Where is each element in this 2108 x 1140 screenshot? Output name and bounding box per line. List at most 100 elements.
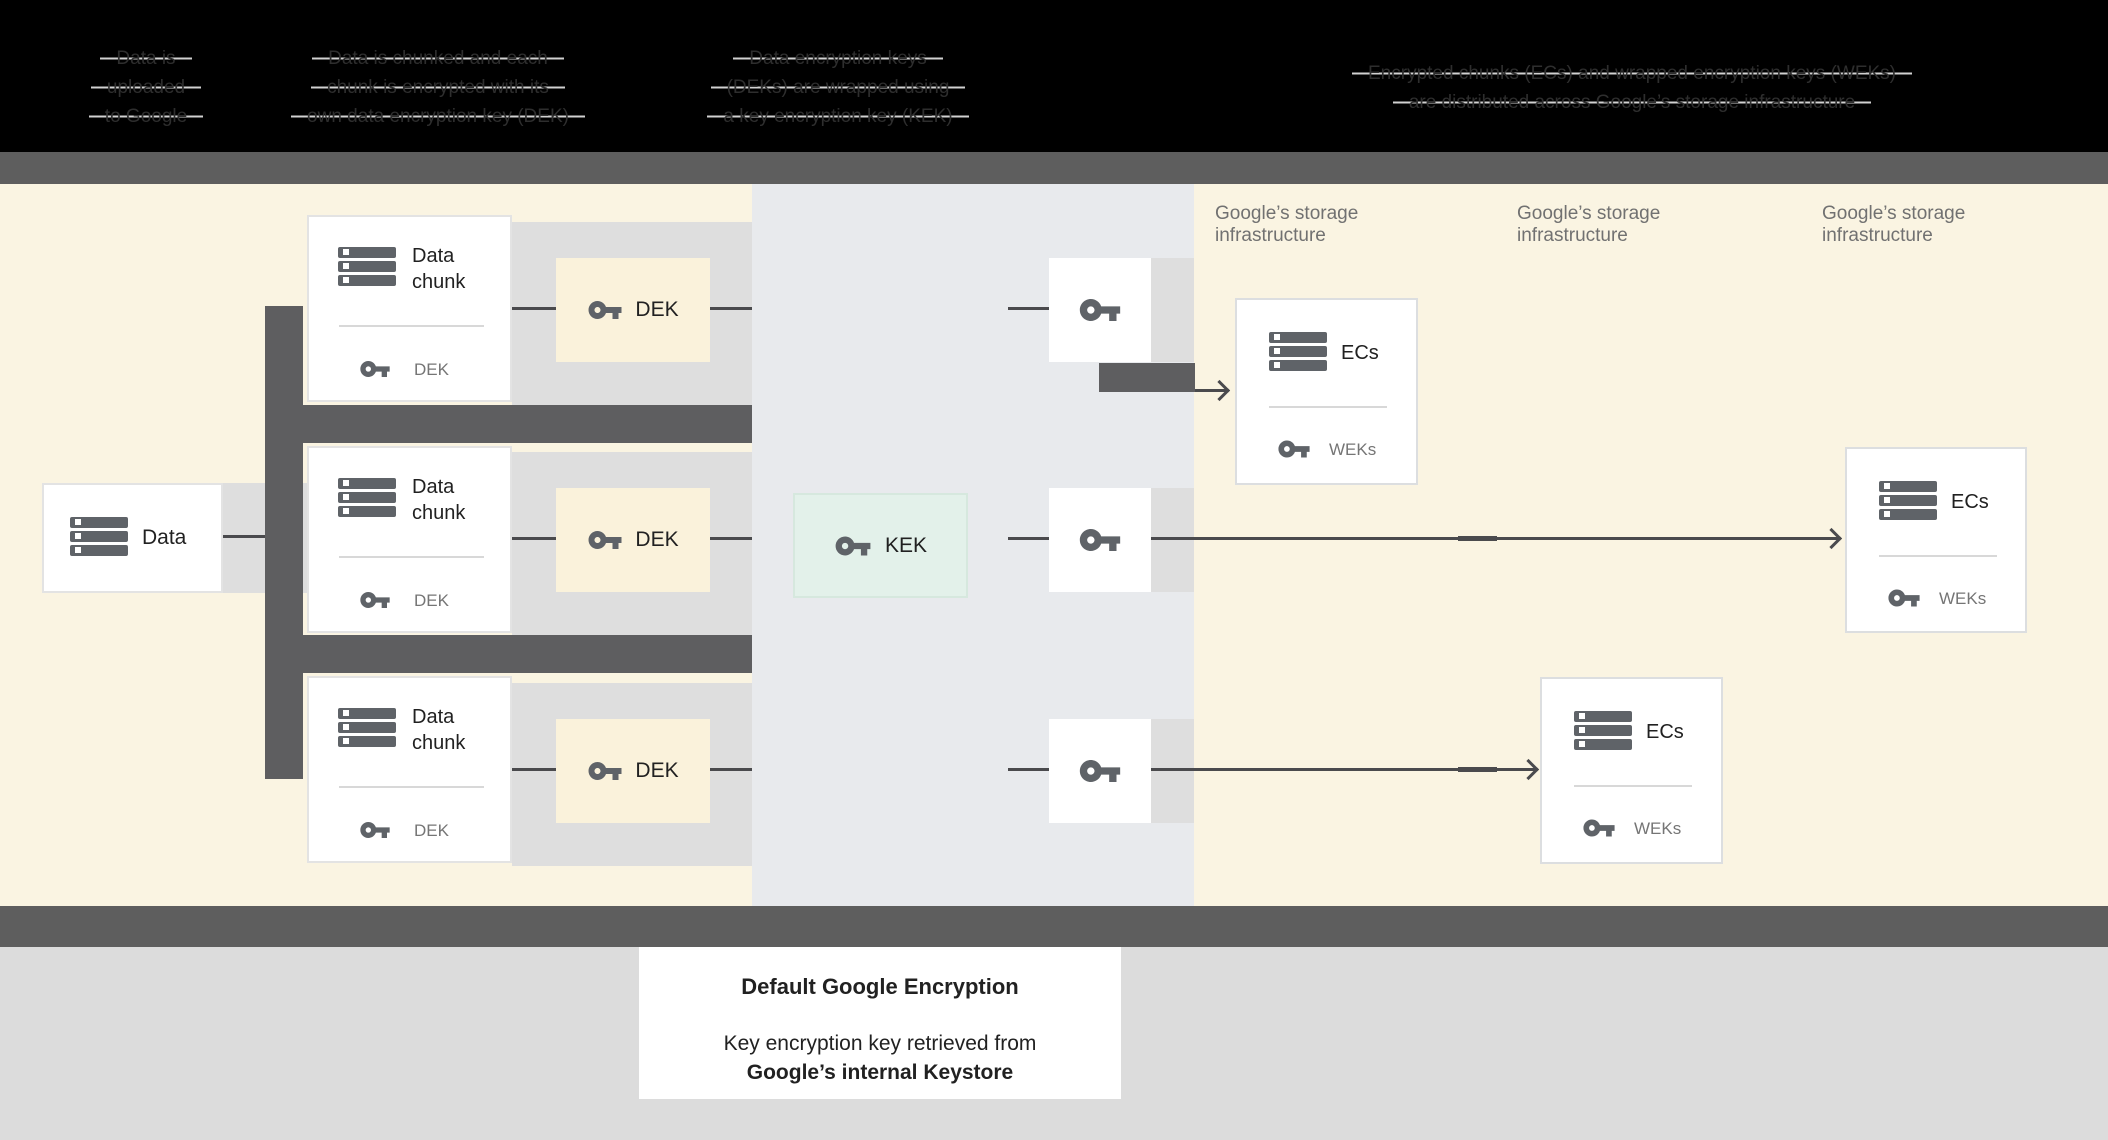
ecs-divider	[1879, 555, 1997, 557]
chunk-dek-label: DEK	[414, 591, 449, 610]
key-icon	[588, 301, 622, 319]
chunk-fanout-trunk	[265, 306, 303, 779]
connector-dek3-panel	[710, 768, 752, 771]
legend-title: Default Google Encryption	[741, 974, 1019, 999]
storage-infrastructure-label-2: Google’s storage infrastructure	[1517, 203, 1661, 246]
storage-infrastructure-label-3: Google’s storage infrastructure	[1822, 203, 1966, 246]
connector-chunk3-dek	[512, 768, 556, 771]
caption-line: to Google	[88, 102, 204, 131]
ecs-box-1: ECs WEKs	[1235, 298, 1418, 485]
data-chunk-label: Data chunk	[412, 706, 466, 754]
connector-dek1-panel	[710, 307, 752, 310]
header-divider-band	[0, 152, 2108, 184]
ecs-label: ECs	[1341, 342, 1379, 364]
dek-box-3: DEK	[556, 719, 710, 823]
chunk-divider	[339, 556, 484, 558]
data-chunk-label: Data chunk	[412, 245, 466, 293]
key-icon	[1079, 299, 1121, 321]
arrow-to-ecs1-line	[1195, 389, 1228, 392]
connector-kek-key3	[1008, 768, 1049, 771]
key-icon	[360, 822, 390, 838]
dek-box-2: DEK	[556, 488, 710, 592]
chunk-divider	[339, 786, 484, 788]
caption-line: chunk is encrypted with its	[311, 73, 565, 102]
chunk-dek-label: DEK	[414, 360, 449, 379]
caption-line: a key encryption key (KEK)	[707, 102, 969, 131]
data-stack-icon	[338, 247, 396, 289]
ecs-divider	[1269, 406, 1387, 408]
data-chunk-box-2: Data chunk DEK	[307, 446, 512, 633]
header-caption-chunking: Data is chunked and each chunk is encryp…	[258, 44, 618, 131]
wrapped-key-box-1	[1049, 258, 1151, 362]
key-row-band-3	[1151, 719, 1194, 823]
weks-label: WEKs	[1634, 819, 1682, 838]
dek-box-label: DEK	[635, 528, 679, 551]
data-stack-icon	[1269, 332, 1327, 374]
data-chunk-box-3: Data chunk DEK	[307, 676, 512, 863]
caption-line: Data is chunked and each	[312, 44, 564, 73]
data-stack-icon	[1879, 481, 1937, 523]
key-row-band-2	[1151, 488, 1194, 592]
caption-line: Encrypted chunks (ECs) and wrapped encry…	[1352, 59, 1912, 88]
dek-box-1: DEK	[556, 258, 710, 362]
header-band: Data is uploaded to Google Data is chunk…	[0, 0, 2108, 152]
connector-kek-key1	[1008, 307, 1049, 310]
data-stack-icon	[70, 517, 128, 559]
connector-kek-key2	[1008, 537, 1049, 540]
caption-line: Data is	[100, 44, 192, 73]
chunk-fanout-bar-1	[265, 405, 752, 443]
key-icon	[1888, 589, 1920, 607]
ecs-box-2: ECs WEKs	[1845, 447, 2027, 633]
key-row-band-1	[1151, 258, 1194, 362]
weks-label: WEKs	[1939, 589, 1987, 608]
bottom-divider-band	[0, 906, 2108, 947]
caption-line: Data encryption keys	[733, 44, 943, 73]
arrow-to-ecs2-line-segment	[1458, 536, 1497, 541]
arrow-to-ecs3-line	[1151, 768, 1535, 771]
data-box-label: Data	[142, 526, 187, 549]
data-chunk-label: Data chunk	[412, 476, 466, 524]
ecs-label: ECs	[1646, 721, 1684, 743]
data-stack-icon	[1574, 711, 1632, 753]
wek-output-bar	[1099, 363, 1195, 392]
caption-line: (DEKs) are wrapped using	[710, 73, 966, 102]
weks-label: WEKs	[1329, 440, 1377, 459]
key-icon	[360, 592, 390, 608]
header-caption-distribution: Encrypted chunks (ECs) and wrapped encry…	[1302, 59, 1962, 117]
header-caption-wrapping: Data encryption keys (DEKs) are wrapped …	[658, 44, 1018, 131]
key-icon	[588, 531, 622, 549]
data-stack-icon	[338, 478, 396, 520]
caption-line: are distributed across Google’s storage …	[1392, 88, 1872, 117]
connector-dek2-panel	[710, 537, 752, 540]
wrapped-key-box-3	[1049, 719, 1151, 823]
ecs-divider	[1574, 785, 1692, 787]
header-caption-upload: Data is uploaded to Google	[40, 44, 252, 131]
legend-line-2: Google’s internal Keystore	[746, 1061, 1014, 1084]
caption-line: own data encryption key (DEK)	[291, 102, 585, 131]
caption-line: uploaded	[90, 73, 202, 102]
wrapped-key-box-2	[1049, 488, 1151, 592]
key-icon	[588, 762, 622, 780]
data-stack-icon	[338, 708, 396, 750]
legend-box: Default Google Encryption Key encryption…	[639, 947, 1121, 1099]
key-icon	[835, 536, 871, 555]
chunk-dek-label: DEK	[414, 821, 449, 840]
ecs-box-3: ECs WEKs	[1540, 677, 1723, 864]
dek-box-label: DEK	[635, 759, 679, 782]
storage-infrastructure-label-1: Google’s storage infrastructure	[1215, 203, 1359, 246]
legend-line-1: Key encryption key retrieved from	[723, 1032, 1037, 1055]
kek-box: KEK	[793, 493, 968, 598]
connector-data-trunk	[223, 535, 265, 538]
connector-chunk1-dek	[512, 307, 556, 310]
key-icon	[360, 361, 390, 377]
key-icon	[1278, 440, 1310, 458]
dek-box-label: DEK	[635, 298, 679, 321]
data-box: Data	[42, 483, 223, 593]
key-icon	[1079, 760, 1121, 782]
connector-chunk2-dek	[512, 537, 556, 540]
bottom-area: Default Google Encryption Key encryption…	[0, 947, 2108, 1140]
key-icon	[1079, 529, 1121, 551]
chunk-divider	[339, 325, 484, 327]
ecs-label: ECs	[1951, 491, 1989, 513]
data-chunk-box-1: Data chunk DEK	[307, 215, 512, 402]
